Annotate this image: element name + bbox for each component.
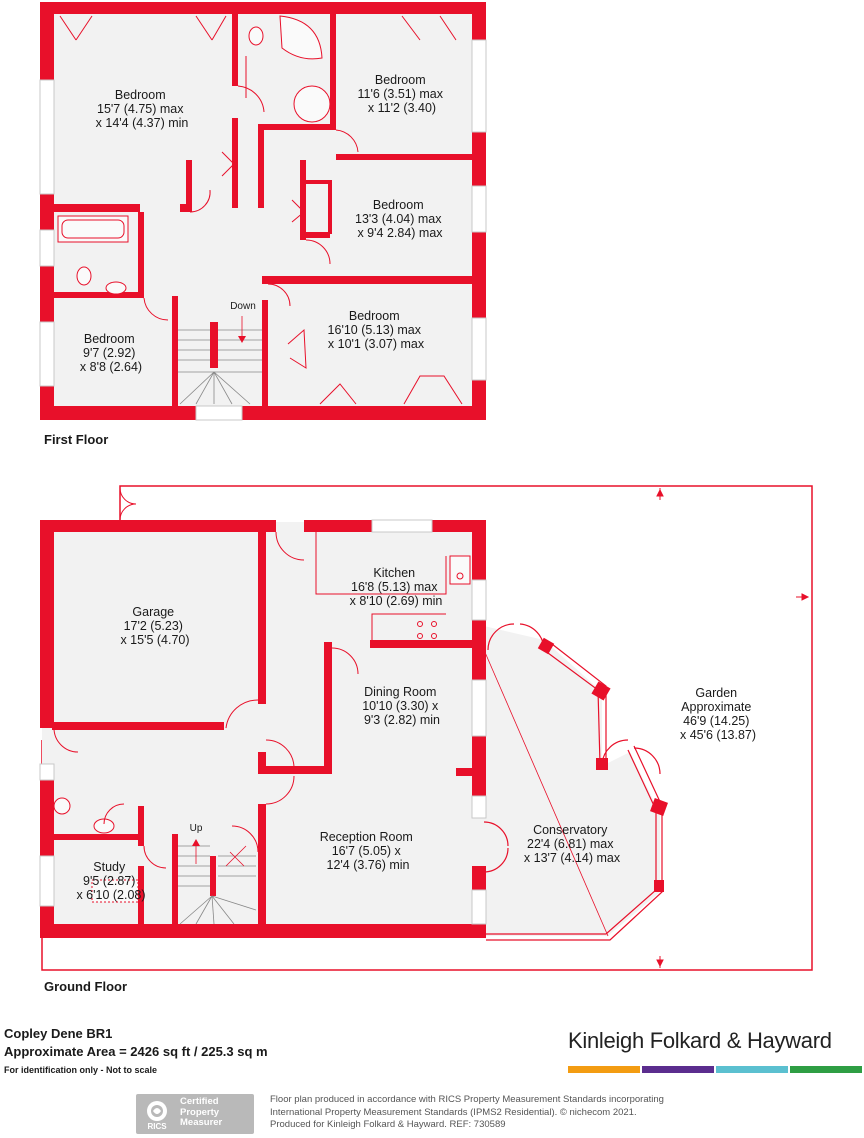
brand-bar-cyan <box>716 1066 788 1073</box>
ground-floor-label: Ground Floor <box>44 979 128 994</box>
first-floor-label: First Floor <box>44 432 109 447</box>
brand-bar-green <box>790 1066 862 1073</box>
room-label-study: Study 9'5 (2.87) x 6'10 (2.08) <box>76 860 145 902</box>
stairs-down-label: Down <box>230 301 256 312</box>
room-label-conservatory: Conservatory 22'4 (6.81) max x 13'7 (4.1… <box>524 823 621 865</box>
room-label-garage: Garage 17'2 (5.23) x 15'5 (4.70) <box>120 605 189 647</box>
first-floor-fixtures <box>57 15 463 405</box>
disclaimer: For identification only - Not to scale <box>4 1065 158 1075</box>
brand-bar-orange <box>568 1066 640 1073</box>
rics-certified-badge: RICS Certified Property Measurer <box>136 1094 254 1134</box>
stairs-up-label: Up <box>190 823 203 834</box>
room-label-first-bed1: Bedroom 15'7 (4.75) max x 14'4 (4.37) mi… <box>96 88 189 130</box>
conservatory-posts <box>537 637 668 892</box>
svg-text:RICS: RICS <box>147 1122 167 1131</box>
conservatory-fill <box>484 626 660 936</box>
property-area: Approximate Area = 2426 sq ft / 225.3 sq… <box>4 1044 268 1059</box>
brand-bar-purple <box>642 1066 714 1073</box>
room-label-kitchen: Kitchen 16'8 (5.13) max x 8'10 (2.69) mi… <box>350 566 443 608</box>
property-name: Copley Dene BR1 <box>4 1026 113 1041</box>
legal-notice: Floor plan produced in accordance with R… <box>270 1094 664 1130</box>
room-label-first-bed2: Bedroom 11'6 (3.51) max x 11'2 (3.40) <box>357 73 446 115</box>
room-label-reception: Reception Room 16'7 (5.05) x 12'4 (3.76)… <box>320 830 417 872</box>
ground-floor-walls <box>40 520 486 938</box>
ground-floor-windows <box>39 519 487 925</box>
room-label-first-bed3: Bedroom 13'3 (4.04) max x 9'4 2.84) max <box>355 198 445 240</box>
rics-logo-icon: RICS <box>147 1101 167 1131</box>
first-floor-plan: Down Bedroom 15'7 (4.75) max x 14'4 (4.3… <box>39 2 487 421</box>
brand-name: Kinleigh Folkard & Hayward <box>568 1028 832 1053</box>
floor-plan: Down Bedroom 15'7 (4.75) max x 14'4 (4.3… <box>39 2 813 971</box>
room-label-first-bed4: Bedroom 16'10 (5.13) max x 10'1 (3.07) m… <box>328 309 425 351</box>
ground-floor-plan: Up Garage 17'2 (5.23) x 15'5 (4.70) Kitc… <box>39 485 813 971</box>
ground-floor-stairs <box>178 839 257 925</box>
ground-floor-fixtures <box>53 487 471 903</box>
garden-arrows <box>656 488 810 968</box>
room-label-dining: Dining Room 10'10 (3.30) x 9'3 (2.82) mi… <box>362 685 442 727</box>
first-floor-windows <box>39 39 487 421</box>
room-label-first-bed5: Bedroom 9'7 (2.92) x 8'8 (2.64) <box>80 332 142 374</box>
room-label-garden: Garden Approximate 46'9 (14.25) x 45'6 (… <box>680 686 756 742</box>
rics-badge-text: Certified Property Measurer <box>180 1096 223 1128</box>
first-floor-stairs <box>178 316 262 405</box>
